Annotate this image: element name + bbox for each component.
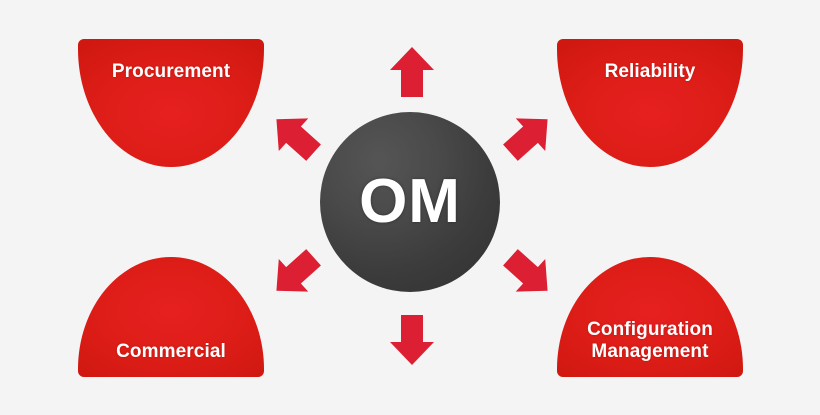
hub-circle[interactable]: OM: [320, 112, 500, 292]
node-procurement[interactable]: Procurement: [78, 39, 264, 167]
node-reliability[interactable]: Reliability: [557, 39, 743, 167]
hub-label: OM: [359, 167, 461, 236]
node-commercial[interactable]: Commercial: [78, 257, 264, 377]
node-reliability-label: Reliability: [604, 61, 696, 82]
arrow-down-right-icon: [494, 240, 563, 309]
arrow-up-left-icon: [260, 102, 329, 171]
node-configuration-management-label: Configuration Management: [587, 318, 713, 362]
arrow-up-icon: [389, 46, 435, 98]
node-procurement-label: Procurement: [111, 61, 231, 82]
arrow-up-right-icon: [494, 102, 563, 171]
node-configuration-management[interactable]: Configuration Management: [557, 257, 743, 377]
arrow-down-left-icon: [260, 240, 329, 309]
arrow-down-icon: [389, 314, 435, 366]
node-commercial-label: Commercial: [116, 340, 226, 362]
